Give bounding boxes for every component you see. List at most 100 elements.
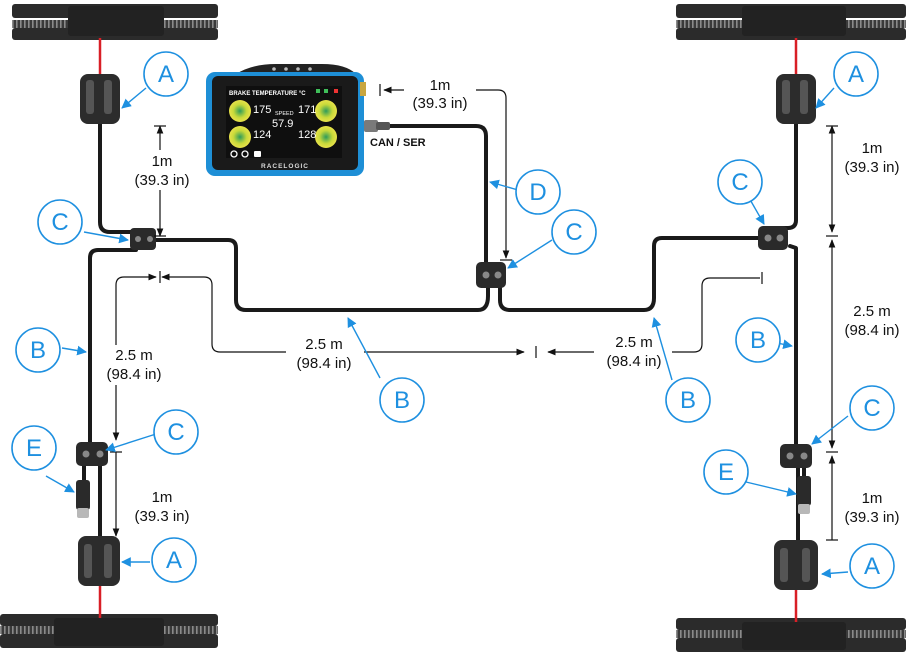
cables [88,122,800,542]
callout-circle [735,317,781,363]
display-unit: BRAKE TEMPERATURE °C 175 171 124 128 SPE… [206,64,426,176]
dim-left-middle-imperial: (98.4 in) [106,366,161,383]
splitter-left-top [130,228,156,250]
dim-display-top-imperial: (39.3 in) [412,95,467,112]
terminator-left [76,466,90,518]
refresh-icon [241,150,249,158]
callout-circle [37,199,83,245]
dim-right-middle-metric: 2.5 m [853,303,891,320]
brake-disc-top-right [676,4,906,40]
callout-c-center: C [551,209,597,255]
display-title: BRAKE TEMPERATURE °C [229,91,306,97]
callout-circle [849,385,895,431]
dim-right-middle-imperial: (98.4 in) [844,322,899,339]
dim-center-left-metric: 2.5 m [305,336,343,353]
callout-letter: A [158,61,174,88]
dimension-labels: 1m (39.3 in) 2.5 m (98.4 in) 1m (39.3 in… [100,74,910,528]
brake-disc-bottom-left [0,614,218,648]
dim-left-top-imperial: (39.3 in) [134,172,189,189]
callout-letter: C [863,395,880,422]
display-speed-label: SPEED [275,111,294,117]
callout-letter: B [680,387,696,414]
display-speed-value: 57.9 [272,118,293,130]
camera-icon [254,151,261,157]
callout-a-top-right: A [833,51,879,97]
brake-disc-top-left [12,4,218,40]
callout-letter: A [166,547,182,574]
callout-letter: A [864,553,880,580]
display-brand: RACELOGIC [261,163,309,170]
callout-c-left-top: C [37,199,83,245]
display-temp-rear-left: 124 [253,129,271,141]
dim-left-bottom-imperial: (39.3 in) [134,508,189,525]
callout-a-bottom-left: A [151,537,197,583]
callout-circle [515,169,561,215]
settings-icon [230,150,238,158]
port-label: CAN / SER [370,137,426,149]
dim-right-top-metric: 1m [862,140,883,157]
display-temp-rear-right: 128 [298,129,316,141]
dim-right-bottom-imperial: (39.3 in) [844,509,899,526]
callout-letter: D [529,179,546,206]
temperature-sensor-top-right [776,74,816,124]
callout-circle [15,327,61,373]
callout-d-display: D [515,169,561,215]
display-temp-front-left: 175 [253,104,271,116]
callout-letter: E [26,435,42,462]
callout-circle [833,51,879,97]
temperature-sensor-bottom-left [78,536,120,586]
callout-circle [849,543,895,589]
callout-letter: E [718,459,734,486]
callout-letter: B [394,387,410,414]
callout-letter: B [750,327,766,354]
callout-letter: C [731,169,748,196]
callout-letter: A [848,61,864,88]
callout-c-left-bottom: C [153,409,199,455]
callout-c-right-top: C [717,159,763,205]
callout-circle [151,537,197,583]
callout-a-bottom-right: A [849,543,895,589]
dim-left-middle-metric: 2.5 m [115,347,153,364]
callout-a-top-left: A [143,51,189,97]
callout-circle [379,377,425,423]
dim-left-top-metric: 1m [152,153,173,170]
callout-circle [703,449,749,495]
brake-disc-bottom-right [676,618,906,652]
callout-e-left: E [11,425,57,471]
callout-e-right: E [703,449,749,495]
callout-letter: C [167,419,184,446]
callout-circle [551,209,597,255]
dim-left-bottom-metric: 1m [152,489,173,506]
callout-circle [665,377,711,423]
dim-center-right-imperial: (98.4 in) [606,353,661,370]
callout-b-center-left: B [379,377,425,423]
callout-c-right-bottom: C [849,385,895,431]
callout-letter: B [30,337,46,364]
dimension-lines [110,84,838,541]
callout-circle [143,51,189,97]
terminator-right [797,468,811,514]
axle-lines [98,38,798,622]
callout-b-center-right: B [665,377,711,423]
callout-b-left: B [15,327,61,373]
splitter-right-bottom [780,444,812,468]
dim-right-bottom-metric: 1m [862,490,883,507]
dim-center-left-imperial: (98.4 in) [296,355,351,372]
callout-b-right: B [735,317,781,363]
callout-circle [11,425,57,471]
display-temp-front-right: 171 [298,104,316,116]
temperature-sensor-top-left [80,74,120,124]
dim-right-top-imperial: (39.3 in) [844,159,899,176]
splitter-center [476,262,506,288]
splitter-right-top [758,226,788,250]
dim-display-top-metric: 1m [430,77,451,94]
dim-center-right-metric: 2.5 m [615,334,653,351]
callout-letter: C [51,209,68,236]
callout-circle [717,159,763,205]
temperature-sensor-bottom-right [774,540,818,590]
callout-letter: C [565,219,582,246]
callout-circle [153,409,199,455]
splitter-left-bottom [76,442,108,466]
